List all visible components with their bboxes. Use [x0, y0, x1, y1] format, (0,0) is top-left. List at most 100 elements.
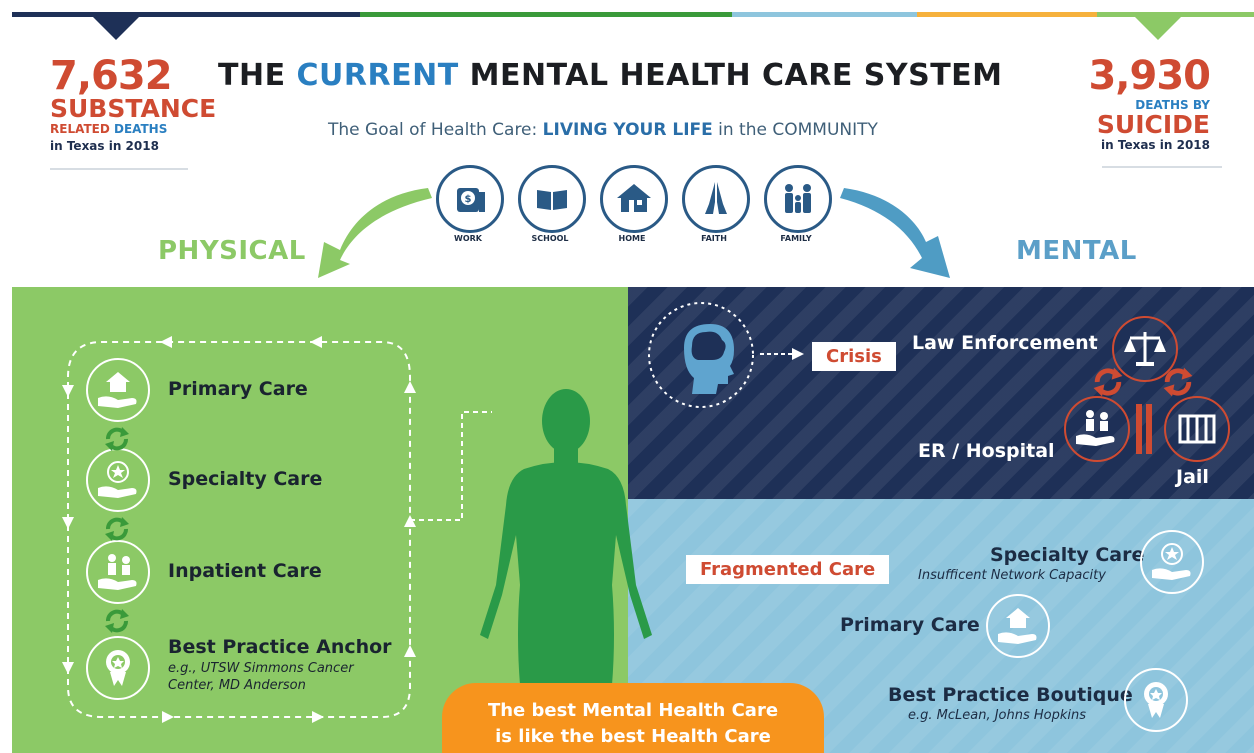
- er-circle: [1064, 396, 1130, 462]
- law-enforcement-label: Law Enforcement: [912, 332, 1098, 354]
- footer-line-1: The best Mental Health Care: [487, 700, 779, 721]
- page-title: THE CURRENT MENTAL HEALTH CARE SYSTEM: [218, 58, 1003, 93]
- faith-label: FAITH: [701, 234, 727, 243]
- human-body-icon: [480, 389, 652, 753]
- title-pre: THE: [218, 58, 286, 93]
- award-ribbon-icon: [1144, 682, 1168, 718]
- crisis-panel: [628, 287, 1254, 499]
- stat-left-heading: SUBSTANCE: [50, 94, 217, 123]
- hand-star-icon: [98, 461, 137, 498]
- school-circle: [518, 165, 586, 233]
- stat-right-number: 3,930: [1088, 53, 1211, 99]
- hand-house-icon: [998, 608, 1037, 644]
- stat-left-deaths: DEATHS: [113, 122, 168, 136]
- footer-line-2: is like the best Health Care: [495, 726, 771, 747]
- specialty-care-mental-label: Specialty Care: [990, 544, 1145, 566]
- hand-people-icon: [1076, 410, 1115, 446]
- physical-arrow-icon: [318, 188, 432, 278]
- award-ribbon-icon: [106, 650, 130, 686]
- work-label: WORK: [454, 234, 482, 243]
- primary-care-label: Primary Care: [168, 378, 308, 400]
- jail-label: Jail: [1176, 466, 1209, 488]
- top-right-notch: [1130, 12, 1186, 40]
- stat-right-subheading: DEATHS BY: [1135, 98, 1210, 112]
- stat-right-place: in Texas in 2018: [1101, 138, 1210, 152]
- scales-icon: [1124, 332, 1166, 366]
- primary-care-mental-label: Primary Care: [840, 614, 980, 636]
- book-icon: [537, 190, 567, 210]
- family-label: FAMILY: [780, 234, 812, 243]
- praying-hands-icon: [705, 182, 727, 214]
- law-circle: [1112, 316, 1178, 382]
- top-bar-lightblue: [732, 12, 917, 17]
- inpatient-care-label: Inpatient Care: [168, 560, 322, 582]
- primary-mental-circle: [986, 594, 1050, 658]
- subtitle-post: in the COMMUNITY: [718, 120, 878, 140]
- top-bar-green: [360, 12, 732, 17]
- work-circle: $: [436, 165, 504, 233]
- home-label: HOME: [618, 234, 646, 243]
- money-icon: $: [457, 188, 485, 212]
- stat-left-place: in Texas in 2018: [50, 139, 159, 153]
- inpatient-care-circle: [86, 540, 150, 604]
- boutique-label: Best Practice Boutique: [888, 684, 1133, 706]
- stat-left: 7,632 SUBSTANCE RELATED DEATHS in Texas …: [50, 56, 216, 153]
- hand-star-icon: [1152, 543, 1191, 580]
- family-circle: [764, 165, 832, 233]
- stat-left-subheading: RELATED DEATHS: [50, 122, 216, 136]
- stat-right-heading: SUICIDE: [1096, 110, 1210, 139]
- page-subtitle: The Goal of Health Care: LIVING YOUR LIF…: [328, 120, 878, 140]
- stat-left-related: RELATED: [50, 122, 110, 136]
- boutique-circle: [1124, 668, 1188, 732]
- jail-icon: [1178, 414, 1216, 444]
- specialty-mental-circle: [1140, 530, 1204, 594]
- mental-heading: MENTAL: [1016, 236, 1137, 266]
- boutique-note: e.g. McLean, Johns Hopkins: [908, 708, 1087, 723]
- hand-people-icon: [98, 554, 137, 590]
- anchor-note-2: Center, MD Anderson: [168, 678, 306, 693]
- subtitle-pre: The Goal of Health Care:: [328, 120, 538, 140]
- title-accent: CURRENT: [296, 58, 459, 93]
- title-post: MENTAL HEALTH CARE SYSTEM: [469, 58, 1003, 93]
- top-bar-orange: [917, 12, 1097, 17]
- stat-right-divider: [1102, 166, 1222, 168]
- jail-circle: [1164, 396, 1230, 462]
- school-label: SCHOOL: [531, 234, 569, 243]
- anchor-circle: [86, 636, 150, 700]
- house-icon: [617, 184, 651, 212]
- stat-left-divider: [50, 168, 188, 170]
- cycle-red-icon-1: [1093, 367, 1123, 397]
- anchor-note-1: e.g., UTSW Simmons Cancer: [168, 661, 354, 676]
- hand-house-icon: [98, 372, 137, 408]
- crisis-loop: [648, 302, 754, 408]
- specialty-care-circle: [86, 448, 150, 512]
- mental-arrow-icon: [840, 188, 950, 278]
- family-icon: [785, 184, 811, 213]
- crisis-tag: Crisis: [812, 342, 896, 371]
- stat-right: 3,930 DEATHS BY SUICIDE in Texas in 2018: [1080, 53, 1211, 152]
- specialty-care-label: Specialty Care: [168, 468, 323, 490]
- top-left-notch: [88, 12, 144, 40]
- svg-text:$: $: [465, 194, 472, 205]
- physical-heading: PHYSICAL: [158, 236, 306, 266]
- primary-care-circle: [86, 358, 150, 422]
- fragmented-tag: Fragmented Care: [686, 555, 890, 584]
- cycle-icon-1: [105, 427, 129, 451]
- cycle-red-icon-2: [1163, 367, 1193, 397]
- er-jail-separator: [1136, 404, 1142, 454]
- specialty-care-mental-note: Insufficent Network Capacity: [918, 568, 1106, 583]
- crisis-arrow: [760, 348, 804, 360]
- footer-banner: [442, 683, 824, 753]
- home-circle: [600, 165, 668, 233]
- cycle-icon-3: [105, 609, 129, 633]
- anchor-label: Best Practice Anchor: [168, 636, 392, 658]
- stat-left-number: 7,632: [50, 53, 173, 99]
- er-hospital-label: ER / Hospital: [918, 440, 1055, 462]
- faith-circle: [682, 165, 750, 233]
- top-bar-navy: [12, 12, 360, 17]
- care-loop: [62, 336, 492, 723]
- subtitle-strong: LIVING YOUR LIFE: [542, 120, 713, 140]
- cycle-icon-2: [105, 517, 129, 541]
- er-jail-separator-2: [1146, 404, 1152, 454]
- brain-head-icon: [684, 324, 734, 394]
